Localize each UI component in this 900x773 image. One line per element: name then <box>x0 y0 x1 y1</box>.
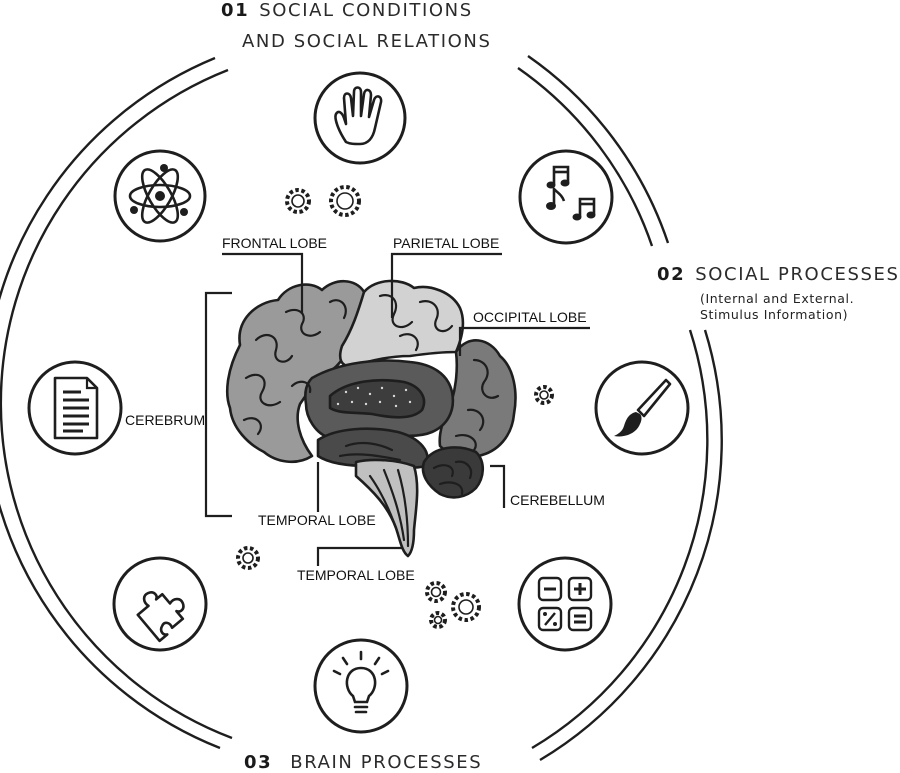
gear-icon <box>236 185 554 629</box>
brain-illustration <box>225 279 517 558</box>
outer-ring <box>0 55 723 762</box>
label-temporal-lobe-lower: TEMPORAL LOBE <box>297 567 415 583</box>
label-cerebrum: CEREBRUM <box>125 412 206 428</box>
section-01-line2: AND SOCIAL RELATIONS <box>242 31 492 52</box>
section-03-heading: 03 BRAIN PROCESSES <box>244 752 482 773</box>
section-02-title: SOCIAL PROCESSES <box>695 264 900 285</box>
section-02-number: 02 <box>657 264 686 285</box>
section-01-heading: 01 SOCIAL CONDITIONS <box>221 0 473 21</box>
label-frontal-lobe: FRONTAL LOBE <box>222 235 328 251</box>
section-02-heading: 02 SOCIAL PROCESSES <box>657 264 900 285</box>
lightbulb-icon <box>313 638 409 734</box>
leader-lines <box>204 252 590 566</box>
brain-folds <box>242 294 500 548</box>
label-temporal-lobe: TEMPORAL LOBE <box>258 512 376 528</box>
section-01-line1: SOCIAL CONDITIONS <box>259 0 473 21</box>
document-icon <box>27 360 123 456</box>
calculator-icon <box>517 556 613 652</box>
puzzle-icon <box>112 556 208 652</box>
section-02-subtitle-line1: (Internal and External. <box>700 291 855 306</box>
paintbrush-icon <box>594 360 690 456</box>
section-02-subtitle-line2: Stimulus Information) <box>700 307 849 322</box>
hand-icon <box>313 71 407 165</box>
label-occipital-lobe: OCCIPITAL LOBE <box>473 309 587 325</box>
section-01-number: 01 <box>221 0 250 21</box>
brain-dots <box>336 386 412 408</box>
atom-icon <box>113 149 207 243</box>
label-parietal-lobe: PARIETAL LOBE <box>393 235 500 251</box>
limbic-region <box>328 378 426 419</box>
section-03-number: 03 <box>244 752 273 773</box>
section-03-title: BRAIN PROCESSES <box>290 752 483 773</box>
label-cerebellum: CEREBELLUM <box>510 492 605 508</box>
music-notes-icon <box>518 149 614 245</box>
